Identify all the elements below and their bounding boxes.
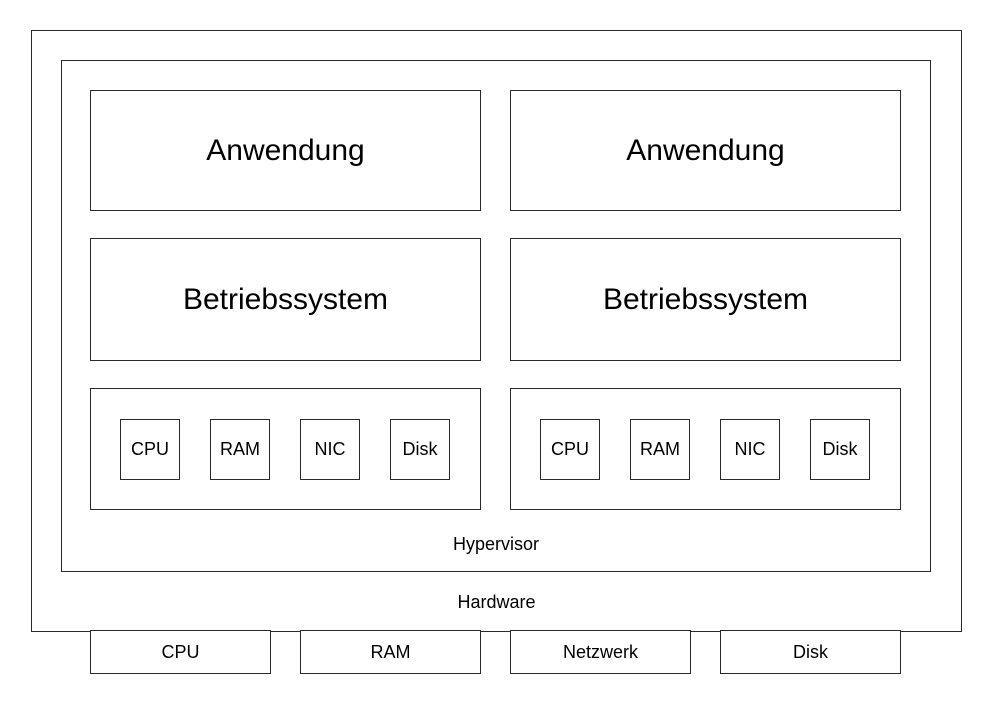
virtual-resource-nic-right: NIC: [720, 418, 780, 480]
hypervisor-label: Hypervisor: [452, 534, 540, 554]
hardware-label: Hardware: [457, 592, 536, 612]
virtual-resource-row-right: CPU RAM NIC Disk: [540, 418, 900, 480]
operating-system-label-right: Betriebssystem: [602, 282, 809, 316]
physical-component-ram: RAM: [300, 630, 481, 674]
operating-system-label-left: Betriebssystem: [182, 282, 389, 316]
virtual-resource-cpu-left: CPU: [120, 418, 180, 480]
operating-system-box-right: Betriebssystem: [510, 238, 901, 361]
virtual-machine-left: Anwendung Betriebssystem CPU RAM NIC Dis…: [90, 90, 481, 510]
virtual-resource-nic-left: NIC: [300, 418, 360, 480]
virtual-resources-box-left: CPU RAM NIC Disk: [90, 388, 481, 510]
physical-component-netzwerk: Netzwerk: [510, 630, 691, 674]
application-box-left: Anwendung: [90, 90, 481, 211]
virtual-resources-box-right: CPU RAM NIC Disk: [510, 388, 901, 510]
virtual-resource-ram-right: RAM: [630, 418, 690, 480]
virtual-resource-cpu-right: CPU: [540, 418, 600, 480]
physical-component-cpu: CPU: [90, 630, 271, 674]
virtual-resource-disk-left: Disk: [390, 418, 450, 480]
virtual-resource-disk-right: Disk: [810, 418, 870, 480]
application-box-right: Anwendung: [510, 90, 901, 211]
application-label-right: Anwendung: [626, 133, 785, 167]
virtual-resource-ram-left: RAM: [210, 418, 270, 480]
application-label-left: Anwendung: [206, 133, 365, 167]
virtual-resource-row-left: CPU RAM NIC Disk: [120, 418, 480, 480]
virtual-machine-right: Anwendung Betriebssystem CPU RAM NIC Dis…: [510, 90, 901, 510]
operating-system-box-left: Betriebssystem: [90, 238, 481, 361]
physical-component-disk: Disk: [720, 630, 901, 674]
